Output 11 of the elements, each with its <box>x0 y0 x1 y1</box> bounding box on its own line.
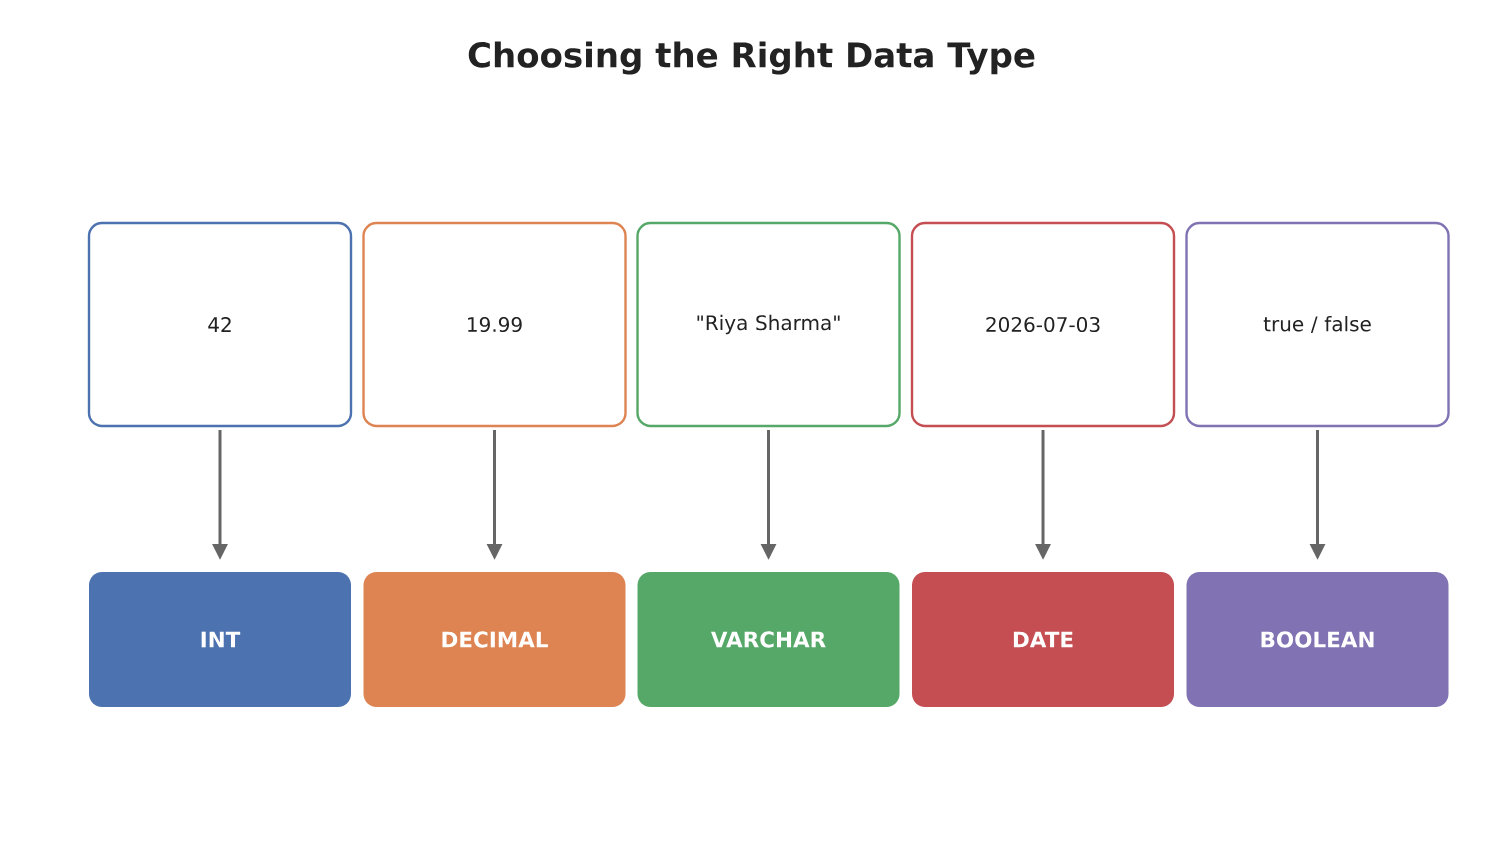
value-box: 19.99 <box>362 221 627 428</box>
type-box: DECIMAL <box>363 572 626 707</box>
title: Choosing the Right Data Type <box>468 41 1035 75</box>
type-box: BOOLEAN <box>1186 572 1449 707</box>
value-box: 2026-07-03 <box>910 221 1176 428</box>
value-box: true / false <box>1185 221 1450 428</box>
value-box: "Riya Sharma" <box>636 221 901 428</box>
value-box: 42 <box>87 221 353 428</box>
type-box: DATE <box>912 572 1174 707</box>
type-box: VARCHAR <box>637 572 900 707</box>
type-box: INT <box>89 572 351 707</box>
